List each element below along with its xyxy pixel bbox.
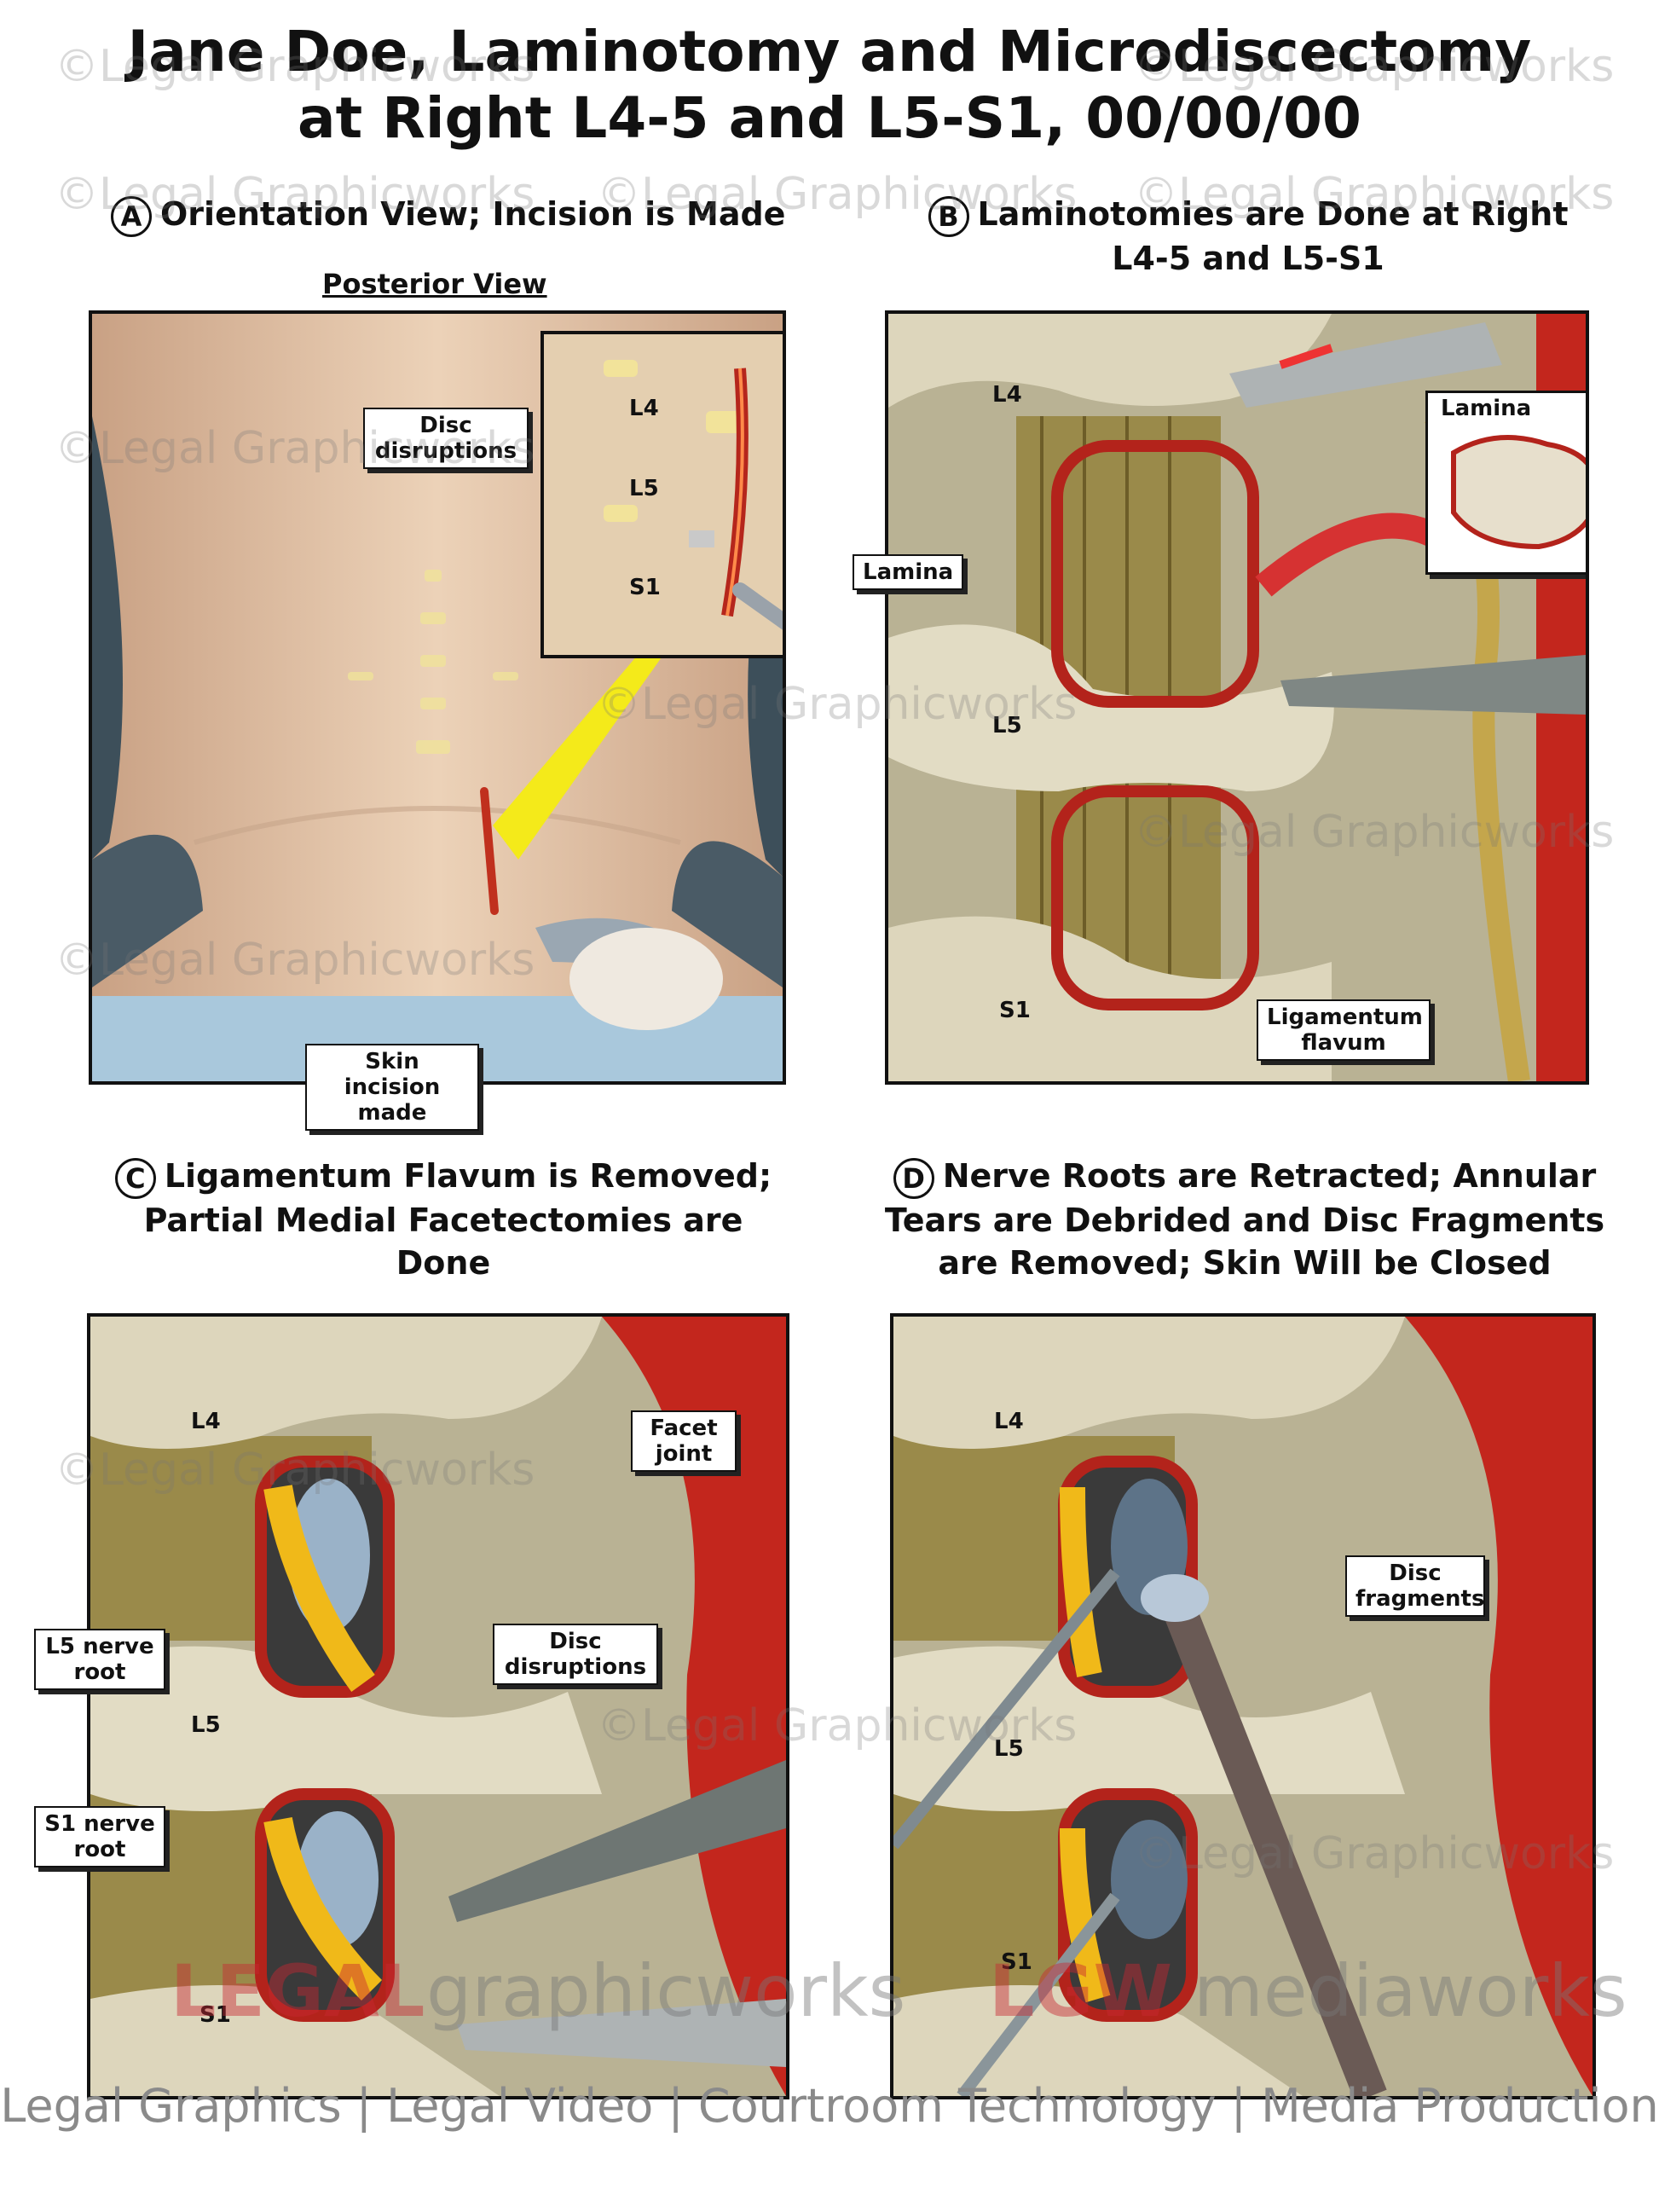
label-s1-nerve-root: S1 nerve root: [34, 1806, 165, 1867]
panel-c-letter: C: [114, 1157, 156, 1199]
panel-c-label-s1: S1: [199, 2002, 231, 2028]
panel-b-image: [885, 310, 1589, 1085]
discectomy-illustration: [893, 1317, 1593, 2096]
panel-d-label-l5: L5: [994, 1736, 1024, 1762]
brand-mediaworks: mediaworks: [1194, 1949, 1627, 2033]
panel-b-label-s1: S1: [999, 998, 1031, 1023]
lamina-inset: [1425, 391, 1586, 575]
panel-d-heading-line-1: Nerve Roots are Retracted; Annular: [942, 1157, 1597, 1195]
label-skin-incision: Skin incision made: [305, 1044, 479, 1131]
inset-spine-illustration: [544, 334, 783, 655]
panel-b-label-l4: L4: [992, 382, 1022, 408]
panel-b-heading-line-2: L4-5 and L5-S1: [1112, 239, 1384, 277]
panel-a-label-l4: L4: [629, 396, 659, 421]
label-facet-joint: Facet joint: [631, 1410, 737, 1472]
panel-d-heading-line-3: are Removed; Skin Will be Closed: [938, 1243, 1552, 1282]
lamina-fragment-illustration: [1451, 435, 1586, 550]
panel-d-heading-line-2: Tears are Debrided and Disc Fragments: [884, 1201, 1605, 1239]
label-disc-fragments: Disc fragments: [1345, 1555, 1485, 1617]
panel-a-label-l5: L5: [629, 476, 659, 501]
panel-b-letter: B: [928, 195, 969, 237]
title-line-2: at Right L4-5 and L5-S1, 00/00/00: [298, 85, 1361, 151]
label-ligamentum-flavum: Ligamentum flavum: [1257, 999, 1431, 1061]
label-l5-nerve-root: L5 nerve root: [34, 1629, 165, 1690]
panel-c-heading-line-2: Partial Medial Facetectomies are Done: [143, 1201, 743, 1282]
panel-a-letter: A: [111, 195, 152, 237]
page-title: Jane Doe, Laminotomy and Microdiscectomy…: [0, 19, 1659, 152]
posterior-view-label: Posterior View: [322, 268, 547, 300]
brand-lgw: LGW: [989, 1949, 1173, 2033]
panel-d-image: [890, 1313, 1596, 2099]
panel-d-label-s1: S1: [1001, 1949, 1032, 1975]
brand-legal: LEGAL: [171, 1949, 425, 2033]
label-disc-disruptions-a: Disc disruptions: [363, 408, 529, 469]
label-lamina-box: Lamina: [1441, 396, 1532, 421]
brand-graphicworks: graphicworks: [426, 1949, 906, 2033]
title-line-1: Jane Doe, Laminotomy and Microdiscectomy: [127, 19, 1532, 84]
panel-a-label-s1: S1: [629, 575, 661, 600]
label-disc-disruptions-c: Disc disruptions: [493, 1624, 658, 1685]
panel-b-heading-line-1: Laminotomies are Done at Right: [977, 195, 1569, 233]
panel-d-label-l4: L4: [994, 1409, 1024, 1434]
label-lamina: Lamina: [853, 554, 964, 590]
panel-c-heading-line-1: Ligamentum Flavum is Removed;: [164, 1157, 772, 1195]
panel-c-label-l4: L4: [191, 1409, 221, 1434]
panel-c-label-l5: L5: [191, 1712, 221, 1738]
inset-closeup: [540, 331, 783, 658]
panel-a-heading-text: Orientation View; Incision is Made: [160, 195, 786, 233]
panel-b-label-l5: L5: [992, 713, 1022, 738]
footer-text: Legal Graphics | Legal Video | Courtroom…: [0, 2079, 1659, 2133]
panel-d-letter: D: [893, 1157, 934, 1199]
